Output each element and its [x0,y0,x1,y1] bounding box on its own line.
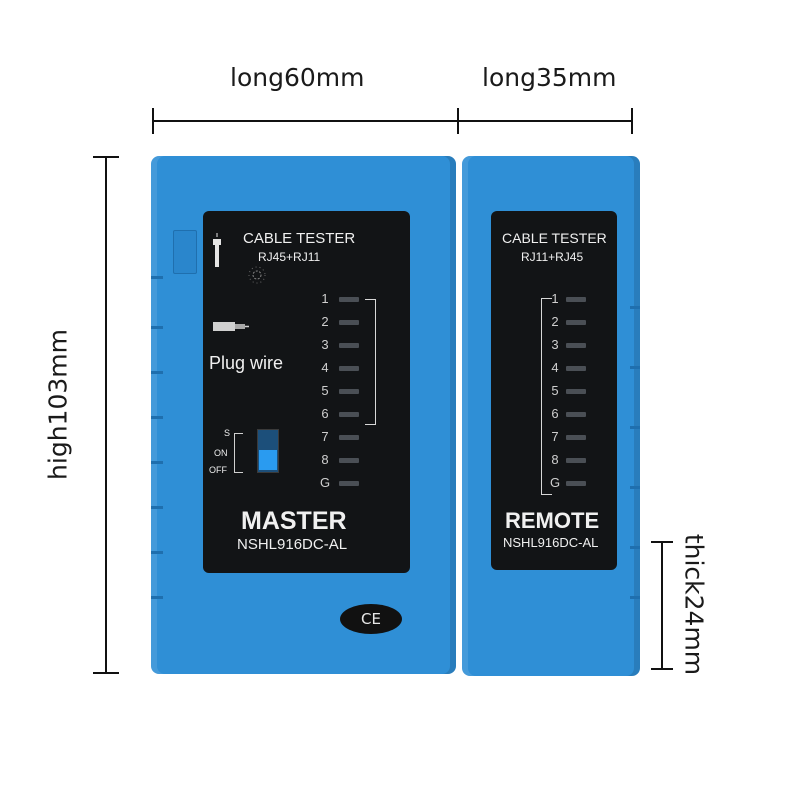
master-led [339,343,359,348]
remote-led [566,343,586,348]
length-tick-mid [457,108,459,134]
remote-ridge [630,596,640,599]
master-name: MASTER [241,507,347,535]
length-tick-right [631,108,633,134]
remote-led-number: 3 [551,337,559,352]
master-led-number: 4 [321,360,329,375]
remote-led-number: 4 [551,360,559,375]
remote-led [566,389,586,394]
remote-led [566,412,586,417]
remote-led-number: 7 [551,429,559,444]
master-model: NSHL916DC-AL [237,536,348,553]
thickness-dimension-line [661,542,663,670]
flashlight-icon [213,233,221,269]
master-led [339,435,359,440]
master-ridge [151,326,163,329]
master-led-number: 8 [321,452,329,467]
thickness-label: thick24mm [679,533,709,676]
remote-ridge [630,366,640,369]
master-led [339,412,359,417]
master-ridge [151,551,163,554]
remote-ridge [630,546,640,549]
length-tick-left [152,108,154,134]
remote-led-number: 1 [551,291,559,306]
master-led-number: G [319,475,331,490]
master-led-number: 3 [321,337,329,352]
master-ridge [151,506,163,509]
switch-label-s: S [224,428,231,438]
master-led [339,481,359,486]
remote-ridge [630,426,640,429]
master-led-number: 7 [321,429,329,444]
remote-led [566,366,586,371]
master-ridge [151,276,163,279]
master-ridge [151,416,163,419]
length-remote-label: long35mm [482,63,617,92]
remote-led-number: 6 [551,406,559,421]
remote-led [566,481,586,486]
switch-label-on: ON [214,448,228,458]
master-heading: CABLE TESTER [243,230,356,247]
plug-wire-label: Plug wire [209,353,284,373]
master-led [339,366,359,371]
master-ridge [151,596,163,599]
height-tick-top [93,156,119,158]
thickness-tick-bottom [651,668,673,670]
remote-led-number: 8 [551,452,559,467]
length-master-label: long60mm [230,63,365,92]
height-dimension-line [105,157,107,674]
remote-ridge [630,486,640,489]
switch-label-off: OFF [209,465,227,475]
length-dimension-line [152,120,633,122]
master-ports: RJ45+RJ11 [258,250,321,264]
ce-mark: CE [361,610,381,628]
mode-switch[interactable] [257,429,279,473]
remote-led [566,320,586,325]
remote-ports: RJ11+RJ45 [521,250,584,264]
master-led-number: 5 [321,383,329,398]
remote-model: NSHL916DC-AL [503,535,599,550]
master-led [339,389,359,394]
remote-led [566,458,586,463]
remote-led-bracket [541,298,552,495]
master-led-bracket [365,299,376,425]
remote-name: REMOTE [505,508,600,533]
master-led [339,458,359,463]
remote-panel: CABLE TESTER RJ11+RJ45 1 2 3 4 5 6 7 8 G… [491,211,617,570]
height-label: high103mm [43,329,73,480]
remote-ridge [630,306,640,309]
master-panel: CABLE TESTER RJ45+RJ11 Plug wire S ON OF… [203,211,410,573]
master-led-number: 6 [321,406,329,421]
remote-led-number: 2 [551,314,559,329]
plug-icon [213,319,249,338]
height-tick-bottom [93,672,119,674]
master-port-tab [173,230,197,274]
remote-led [566,435,586,440]
master-led [339,320,359,325]
remote-led [566,297,586,302]
switch-bracket [234,433,243,473]
master-led-number: 2 [321,314,329,329]
master-ridge [151,371,163,374]
mode-switch-knob[interactable] [259,450,277,470]
master-led [339,297,359,302]
remote-heading: CABLE TESTER [502,230,607,246]
thickness-tick-top [651,541,673,543]
ce-badge: CE [340,604,402,634]
remote-led-number: G [549,475,561,490]
sun-indicator-icon [247,265,267,290]
master-led-number: 1 [321,291,329,306]
remote-led-number: 5 [551,383,559,398]
master-ridge [151,461,163,464]
